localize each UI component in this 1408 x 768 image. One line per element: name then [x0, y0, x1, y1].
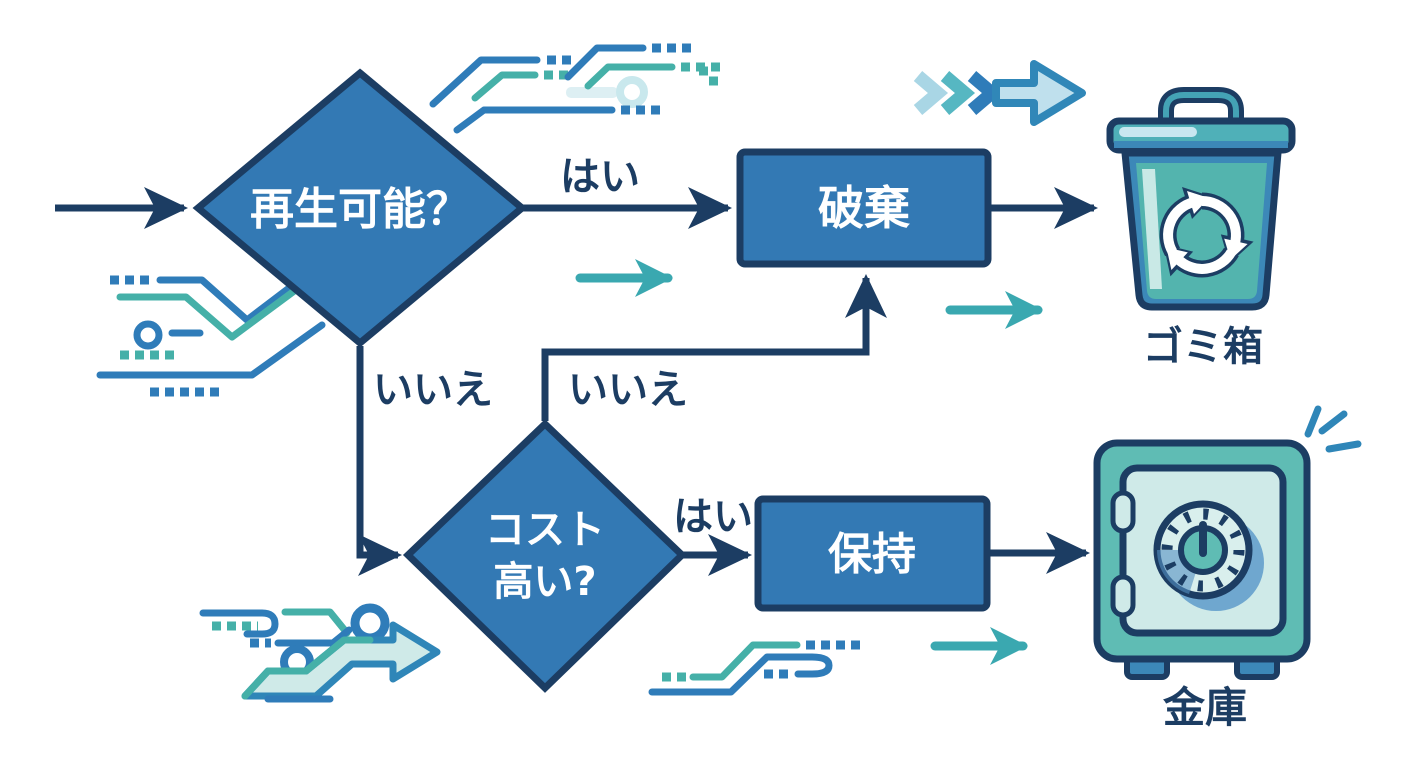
ring-accent — [616, 76, 648, 108]
edge-no-to-decision2 — [356, 346, 402, 576]
decision-node-cost: コスト 高い? — [402, 419, 688, 693]
process-box — [736, 148, 992, 268]
trash-bin-icon — [1106, 87, 1296, 311]
chevron-arrow-decoration-top — [913, 60, 1086, 126]
block-arrow-icon — [992, 60, 1086, 126]
process-node-discard: 破棄 — [736, 148, 992, 268]
decision-label: 再生可能？ — [250, 184, 470, 235]
edge-label-no-1: いいえ — [373, 367, 493, 413]
ring-accent — [350, 603, 390, 643]
flow-edges — [55, 187, 1098, 576]
edge-label-no-2: いいえ — [568, 367, 688, 413]
decision-label-line1: コスト — [485, 507, 605, 553]
sparkle-icon — [1304, 405, 1362, 453]
recycle-icon — [1159, 187, 1254, 278]
decision-diamond — [402, 419, 688, 693]
circuit-decoration-left — [96, 262, 326, 397]
edge-label-yes-1: はい — [560, 154, 640, 200]
safe-caption: 金庫 — [1162, 683, 1247, 732]
decision-label-line2: 高い? — [493, 559, 596, 605]
arrow-decoration-bottom-left — [199, 603, 441, 703]
circuit-decoration-bottom-center — [648, 640, 860, 696]
edge-no-to-discard — [541, 274, 887, 421]
ring-accent — [133, 320, 163, 350]
safe-icon — [1093, 405, 1362, 680]
process-label: 保持 — [828, 529, 916, 580]
trash-caption: ゴミ箱 — [1143, 324, 1263, 370]
edge-label-yes-2: はい — [673, 494, 753, 540]
dial-icon — [1153, 500, 1264, 611]
circuit-decoration-top — [429, 43, 721, 134]
process-label: 破棄 — [818, 181, 910, 235]
decision-diamond — [192, 68, 528, 348]
chevron-icon — [940, 71, 976, 115]
process-node-keep: 保持 — [754, 495, 991, 612]
process-box — [754, 495, 991, 612]
decision-node-recyclable: 再生可能？ — [192, 68, 528, 348]
chevron-icon — [913, 71, 949, 115]
